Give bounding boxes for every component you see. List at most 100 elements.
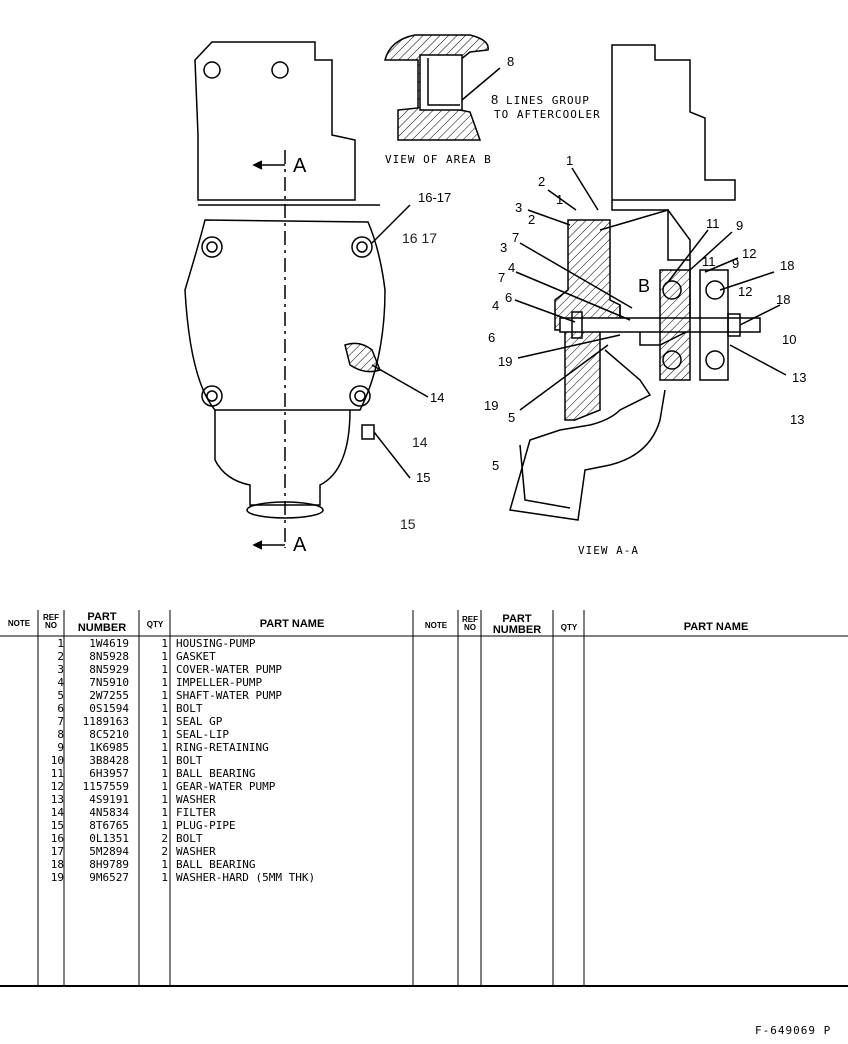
table-row: 17 5M2894 2 WASHER: [0, 845, 848, 858]
view-aa-caption: VIEW A-A: [578, 544, 639, 557]
ref-no: 8: [57, 728, 64, 741]
ref-no: 13: [50, 793, 64, 806]
part-number: 5M2894: [89, 845, 129, 858]
drawing-labels: A A VIEW OF AREA B LINES GROUP TO AFTERC…: [293, 54, 807, 557]
ref-no: 19: [50, 871, 64, 884]
table-row: 3 8N5929 1 COVER-WATER PUMP: [0, 663, 848, 676]
part-name: GASKET: [176, 650, 216, 663]
part-number: 4S9191: [89, 793, 129, 806]
callout: 3: [500, 240, 508, 255]
table-row: 15 8T6765 1 PLUG-PIPE: [0, 819, 848, 832]
callout: 14: [412, 434, 428, 450]
part-number: 0S1594: [89, 702, 129, 715]
section-label-top: A: [293, 155, 307, 177]
part-number: 3B8428: [89, 754, 129, 767]
callout: 3: [515, 200, 523, 215]
table-row: 18 8H9789 1 BALL BEARING: [0, 858, 848, 871]
qty: 1: [161, 728, 168, 741]
qty: 2: [161, 845, 168, 858]
section-label-bottom: A: [293, 534, 307, 556]
callout: 2: [538, 174, 546, 189]
part-name: GEAR-WATER PUMP: [176, 780, 276, 793]
table-row: 8 8C5210 1 SEAL-LIP: [0, 728, 848, 741]
qty: 1: [161, 871, 168, 884]
ref-no: 11: [50, 767, 64, 780]
exploded-parts-drawing: [184, 34, 787, 550]
part-number: 8H9789: [89, 858, 129, 871]
qty: 1: [161, 754, 168, 767]
part-name: RING-RETAINING: [176, 741, 269, 754]
part-number: 8N5929: [89, 663, 129, 676]
qty: 1: [161, 780, 168, 793]
parts-list-table: NOTE REF NO PART NUMBER QTY PART NAME NO…: [0, 610, 848, 988]
part-number: 1189163: [82, 715, 129, 728]
callout: 16 17: [402, 230, 438, 246]
qty: 1: [161, 650, 168, 663]
callout: 11: [706, 216, 720, 231]
part-number: 7N5910: [89, 676, 129, 689]
part-number: 8N5928: [89, 650, 129, 663]
part-name: PLUG-PIPE: [176, 819, 236, 832]
header-part-name: PART NAME: [683, 621, 749, 633]
qty: 1: [161, 806, 168, 819]
part-name: SEAL GP: [176, 715, 223, 728]
callout: 8: [507, 54, 515, 69]
callout: 15: [400, 516, 416, 532]
callout: 7: [512, 230, 520, 245]
callout: 13: [790, 412, 805, 427]
ref-no: 2: [57, 650, 64, 663]
document-code: F-649069 P: [755, 1024, 832, 1037]
callout: 6: [505, 290, 513, 305]
callout: 8: [491, 92, 499, 107]
callout: 7: [498, 270, 506, 285]
part-number: 8T6765: [89, 819, 129, 832]
callout: 18: [776, 292, 791, 307]
callout: 4: [492, 298, 500, 313]
header-note: NOTE: [7, 619, 31, 628]
ref-no: 16: [50, 832, 64, 845]
callout: 13: [792, 370, 807, 385]
ref-no: 6: [57, 702, 64, 715]
qty: 1: [161, 793, 168, 806]
callout: 1: [566, 153, 574, 168]
part-name: WASHER: [176, 793, 216, 806]
qty: 1: [161, 689, 168, 702]
qty: 1: [161, 741, 168, 754]
lines-group-caption-2: TO AFTERCOOLER: [494, 108, 601, 121]
callout: 4: [508, 260, 516, 275]
area-b-marker: B: [638, 276, 651, 296]
part-name: SEAL-LIP: [176, 728, 229, 741]
table-row: 9 1K6985 1 RING-RETAINING: [0, 741, 848, 754]
qty: 1: [161, 637, 168, 650]
qty: 2: [161, 832, 168, 845]
table-row: 2 8N5928 1 GASKET: [0, 650, 848, 663]
header-ref-no: REF NO: [43, 613, 59, 630]
header-part-number: PART NUMBER: [77, 611, 127, 634]
lines-group-caption-1: LINES GROUP: [506, 94, 590, 107]
callout: 1: [556, 192, 564, 207]
qty: 1: [161, 819, 168, 832]
table-row: 12 1157559 1 GEAR-WATER PUMP: [0, 780, 848, 793]
qty: 1: [161, 858, 168, 871]
pump-front-view: [184, 41, 386, 550]
part-name: WASHER: [176, 845, 216, 858]
callout: 9: [732, 256, 740, 271]
header-qty: QTY: [146, 620, 164, 629]
part-name: WASHER-HARD (5MM THK): [176, 871, 316, 884]
part-name: FILTER: [176, 806, 216, 819]
part-name: BOLT: [176, 702, 203, 715]
callout: 11: [702, 254, 716, 269]
callout: 12: [738, 284, 753, 299]
part-number: 1K6985: [89, 741, 129, 754]
table-row: 19 9M6527 1 WASHER-HARD (5MM THK): [0, 871, 848, 884]
part-name: BOLT: [176, 832, 203, 845]
ref-no: 3: [57, 663, 64, 676]
ref-no: 5: [57, 689, 64, 702]
qty: 1: [161, 715, 168, 728]
callout: 14: [430, 390, 445, 405]
ref-no: 10: [50, 754, 64, 767]
part-name: COVER-WATER PUMP: [176, 663, 282, 676]
table-row: 4 7N5910 1 IMPELLER-PUMP: [0, 676, 848, 689]
callout: 16-17: [418, 190, 452, 205]
qty: 1: [161, 702, 168, 715]
